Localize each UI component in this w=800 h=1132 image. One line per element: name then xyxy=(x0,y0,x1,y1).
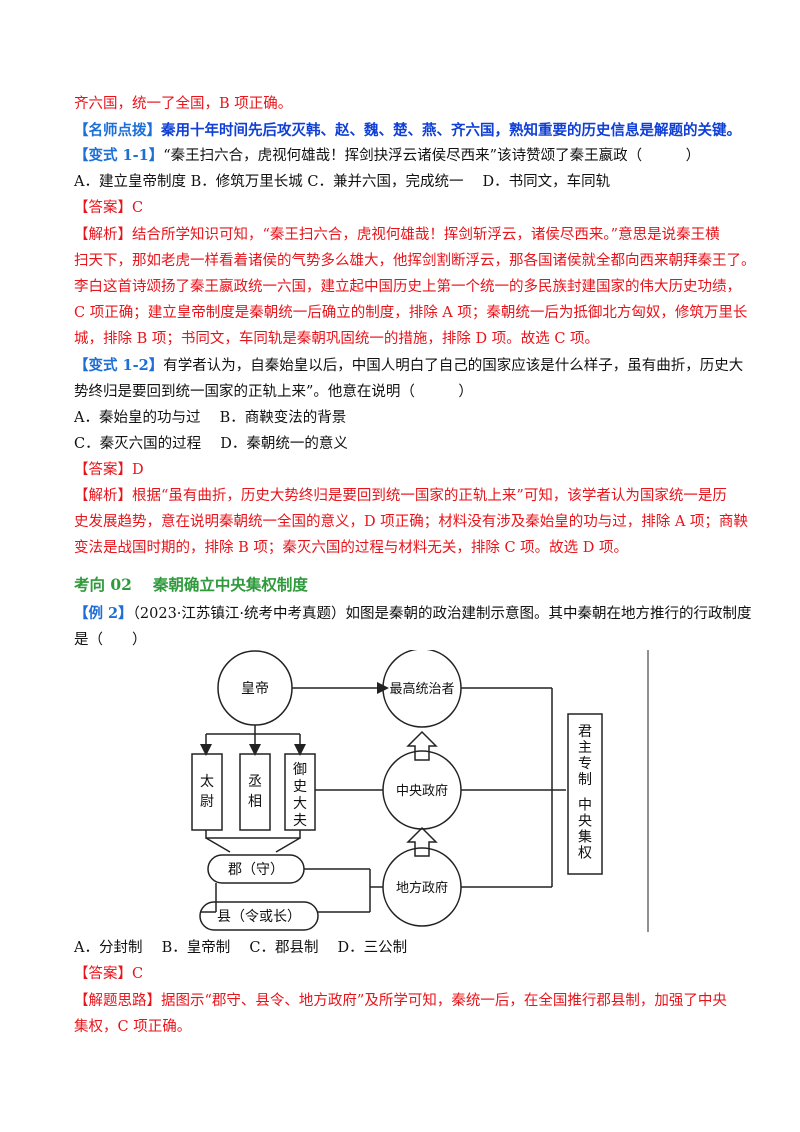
variant-1-2-question-cont: 势终归是要回到统一国家的正轨上来”。他意在说明（ ） xyxy=(74,384,473,400)
explanation-1-line: 城，排除 B 项；书同文，车同轨是秦朝巩固统一的措施，排除 D 项。故选 C 项… xyxy=(74,331,600,347)
side-box xyxy=(567,713,603,875)
chengxiang-box xyxy=(239,753,271,831)
local-label: 地方政府 xyxy=(396,880,448,896)
solution-idea: 【解题思路】据图示“郡守、县令、地方政府”及所学可知，秦统一后，在全国推行郡县制… xyxy=(74,993,727,1009)
example-2-question: 【例 2】（2023·江苏镇江·统考中考真题）如图是秦朝的政治建制示意图。其中秦… xyxy=(74,605,752,622)
explanation-1-line: 【解析】结合所学知识可知，“秦王扫六合，虎视何雄哉！挥剑斩浮云，诸侯尽西来。”意… xyxy=(74,227,720,243)
answer-1: 【答案】C xyxy=(74,200,144,216)
teacher-tip: 【名师点拨】秦用十年时间先后攻灭韩、赵、魏、楚、燕、齐六国，熟知重要的历史信息是… xyxy=(74,122,741,139)
side-label: 君主专制中央集权 xyxy=(578,724,592,862)
taiwei-label: 太尉 xyxy=(200,774,214,810)
variant-1-2-options: C．秦灭六国的过程 D．秦朝统一的意义 xyxy=(74,436,348,452)
explanation-2-line: 史发展趋势，意在说明秦朝统一全国的意义，D 项正确；材料没有涉及秦始皇的功与过，… xyxy=(74,514,748,530)
section-title: 考向 02 秦朝确立中央集权制度 xyxy=(74,575,308,594)
yushi-label: 御史大夫 xyxy=(293,762,307,829)
line-continuation: 齐六国，统一了全国，B 项正确。 xyxy=(74,96,293,112)
emperor-label: 皇帝 xyxy=(241,681,269,697)
taiwei-box xyxy=(191,753,223,831)
explanation-1-line: C 项正确；建立皇帝制度是秦朝统一后确立的制度，排除 A 项；秦朝统一后为抵御北… xyxy=(74,305,748,321)
variant-1-2-question: 【变式 1-2】有学者认为，自秦始皇以后，中国人明白了自己的国家应该是什么样子，… xyxy=(74,357,744,374)
example-2-question-cont: 是（ ） xyxy=(74,632,147,648)
explanation-1-line: 扫天下，那如老虎一样看着诸侯的气势多么雄大，他挥剑割断浮云，那各国诸侯就全都向西… xyxy=(74,253,756,269)
jun-label: 郡（守） xyxy=(228,862,284,878)
explanation-1-line: 李白这首诗颂扬了秦王嬴政统一六国，建立起中国历史上第一个统一的多民族封建国家的伟… xyxy=(74,279,741,295)
answer-3: 【答案】C xyxy=(74,966,144,982)
xian-label: 县（令或长） xyxy=(217,909,301,925)
answer-2: 【答案】D xyxy=(74,462,144,478)
chengxiang-label: 丞相 xyxy=(248,774,262,810)
solution-idea-cont: 集权，C 项正确。 xyxy=(74,1019,192,1035)
variant-1-2-options: A．秦始皇的功与过 B．商鞅变法的背景 xyxy=(74,410,347,426)
explanation-2-line: 变法是战国时期的，排除 B 项；秦灭六国的过程与材料无关，排除 C 项。故选 D… xyxy=(74,540,629,556)
central-label: 中央政府 xyxy=(396,784,448,799)
xian-box xyxy=(199,901,319,931)
supreme-label: 最高统治者 xyxy=(389,681,454,697)
variant-1-1-question: 【变式 1-1】“秦王扫六合，虎视何雄哉！挥剑抉浮云诸侯尽西来”该诗赞颂了秦王嬴… xyxy=(74,147,701,164)
variant-1-1-options: A．建立皇帝制度 B．修筑万里长城 C．兼并六国，完成统一 D．书同文，车同轨 xyxy=(74,174,611,190)
example-2-options: A．分封制 B．皇帝制 C．郡县制 D．三公制 xyxy=(74,940,408,956)
explanation-2-line: 【解析】根据“虽有曲折，历史大势终归是要回到统一国家的正轨上来”可知，该学者认为… xyxy=(74,488,727,504)
